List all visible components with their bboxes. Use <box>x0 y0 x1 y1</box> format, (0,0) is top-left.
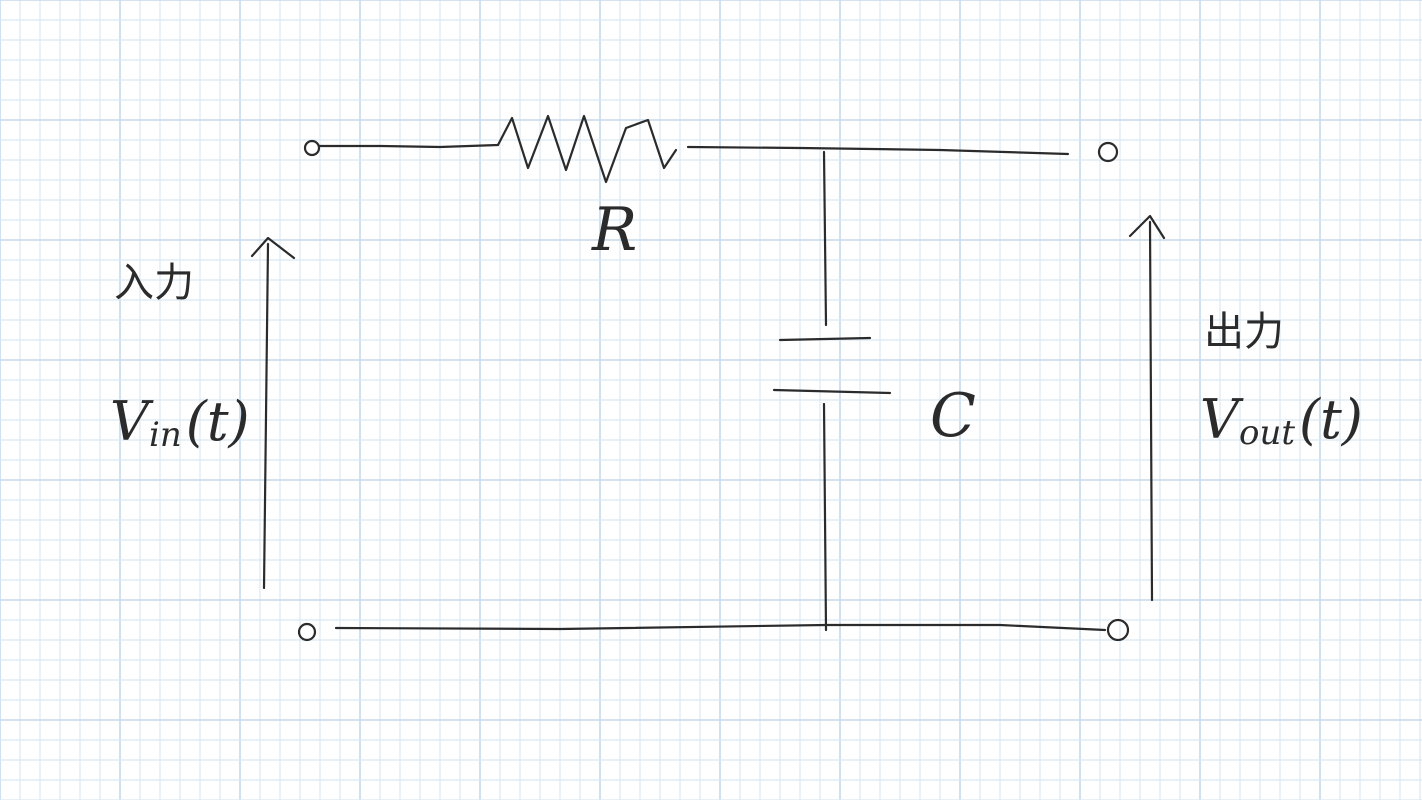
input-terminal-bottom <box>297 622 317 642</box>
output-voltage-arrow-head <box>1128 214 1166 240</box>
capacitor-lead-top <box>822 150 828 327</box>
top-wire-left <box>317 143 500 149</box>
output-voltage-base: V <box>1200 388 1244 451</box>
output-terminal-top <box>1097 141 1119 163</box>
capacitor-plate-bottom <box>772 388 892 395</box>
output-voltage-arg: (t) <box>1299 388 1363 451</box>
output-title: 出力 <box>1204 309 1284 355</box>
output-terminal-bottom <box>1106 618 1130 642</box>
input-voltage-sub: in <box>149 415 182 455</box>
input-voltage-arg: (t) <box>186 390 250 453</box>
input-voltage-label: Vin(t) <box>110 390 250 455</box>
input-title: 入力 <box>114 260 194 306</box>
input-voltage-arrow-head <box>250 236 296 260</box>
resistor-symbol <box>496 114 678 184</box>
input-voltage-base: V <box>110 390 154 453</box>
capacitor-plate-top <box>778 336 872 342</box>
input-voltage-arrow-shaft <box>262 242 270 590</box>
input-terminal-top <box>303 139 321 157</box>
resistor-label: R <box>591 195 637 265</box>
bottom-wire <box>334 623 1107 632</box>
capacitor-label: C <box>930 381 976 451</box>
capacitor-lead-bottom <box>822 402 828 632</box>
output-voltage-label: Vout(t) <box>1200 388 1363 453</box>
top-wire-right <box>686 145 1070 156</box>
output-voltage-sub: out <box>1239 413 1295 453</box>
output-voltage-arrow-shaft <box>1148 220 1154 602</box>
